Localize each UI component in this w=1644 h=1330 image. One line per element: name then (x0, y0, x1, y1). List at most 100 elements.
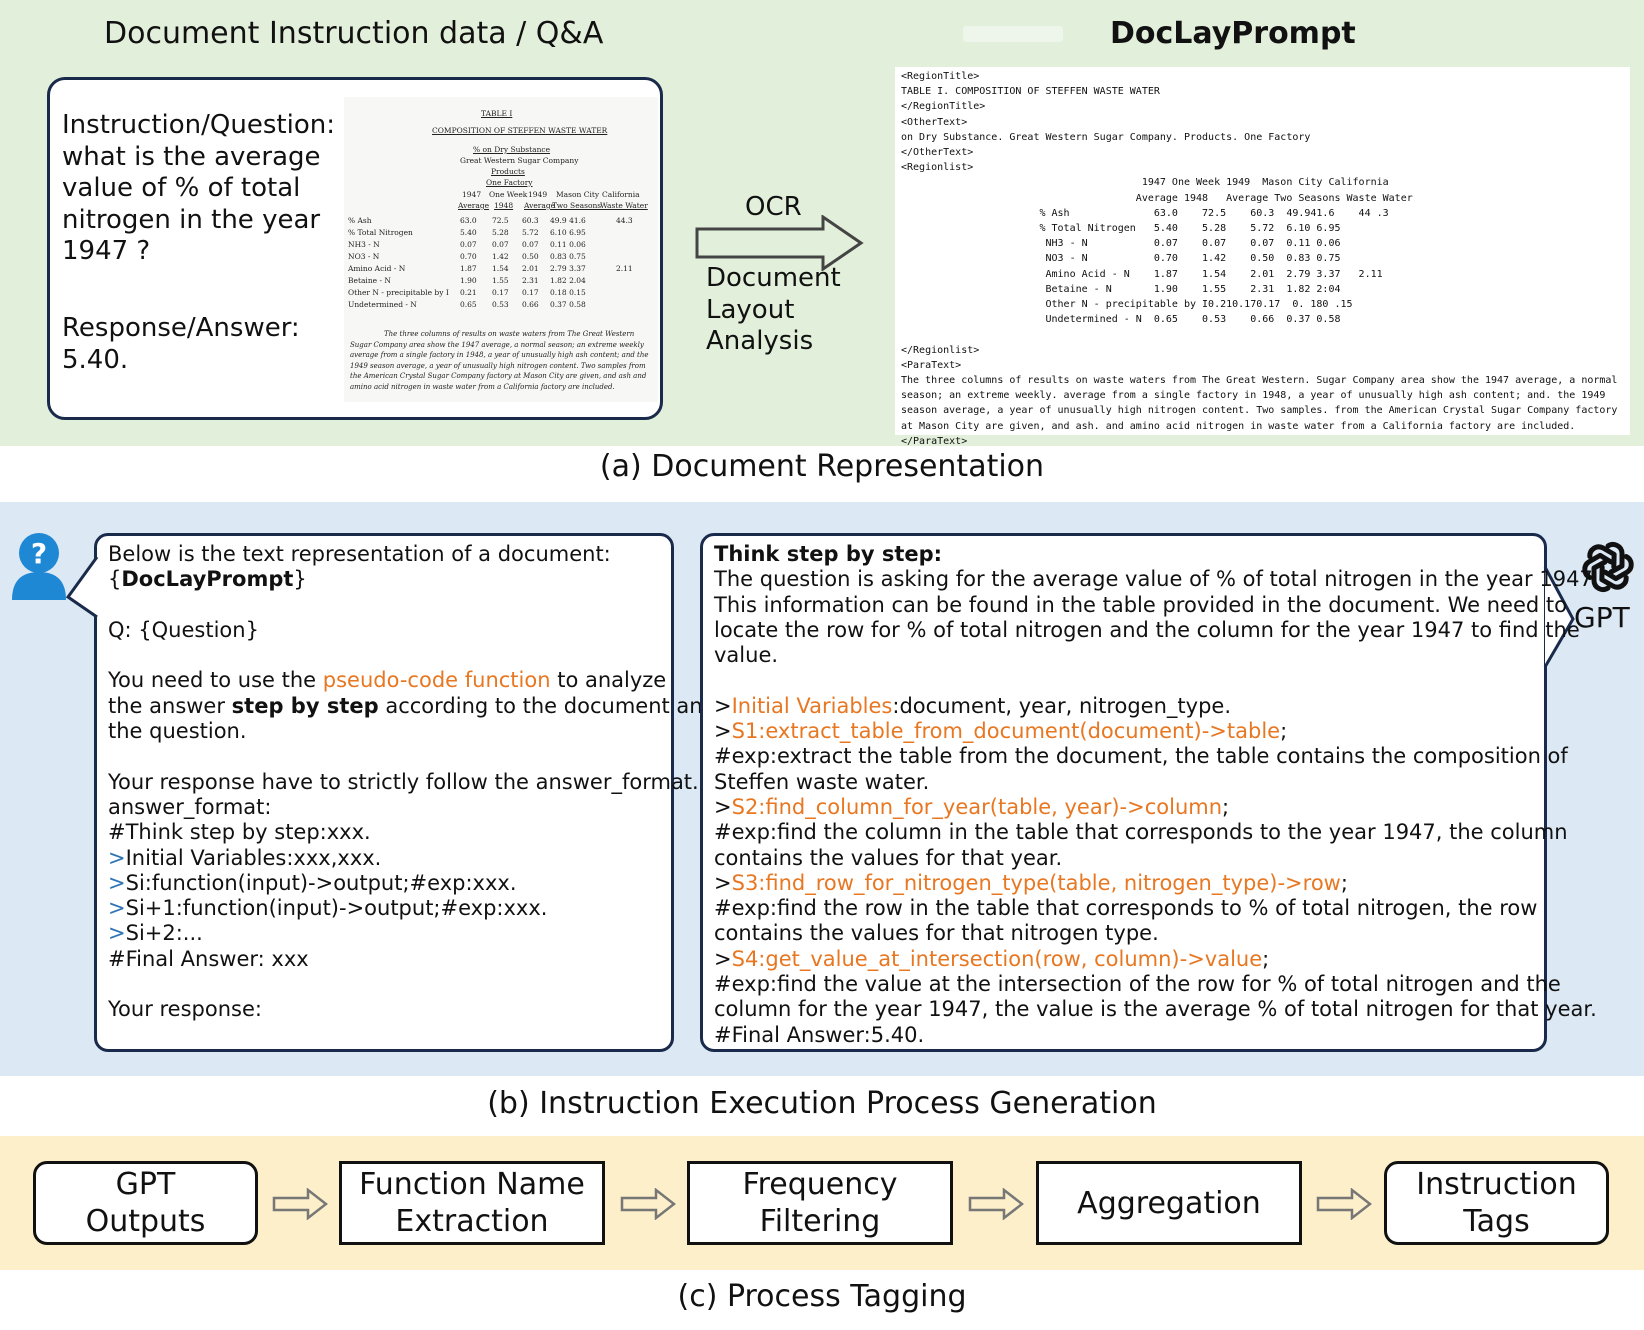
marker: > (714, 946, 732, 971)
response-line: contains the values for that nitrogen ty… (714, 921, 1159, 946)
dla-label-line: Document (706, 263, 841, 293)
right-arrow-icon (695, 215, 864, 271)
response-text: Think step by step: The question is aski… (714, 542, 1599, 1048)
caption-a: (a) Document Representation (599, 449, 1045, 484)
prompt-span: Si+2:... (125, 921, 203, 946)
xml-line: The three columns of results on waste wa… (901, 375, 1618, 386)
xml-line: </OtherText> (901, 147, 974, 158)
prompt-line: answer_format: (108, 794, 272, 819)
scan-cell: 0.83 0.75 (550, 252, 586, 261)
step-function-highlight: S2:find_column_for_year(table, year)->co… (731, 794, 1223, 819)
speech-pointer-left (66, 556, 99, 619)
step-by-step-bold: step by step (231, 693, 379, 718)
pseudo-code-highlight: pseudo-code function (322, 668, 551, 693)
scan-subheader: Products (491, 167, 525, 176)
scan-row-label: % Ash (348, 216, 372, 225)
xml-line: season; an extreme weekly. average from … (901, 390, 1606, 402)
blue-marker: > (108, 845, 126, 870)
question-line: value of % of total (62, 173, 301, 203)
response-line: #exp:find the value at the intersection … (714, 972, 1561, 997)
answer-label: Response/Answer: (62, 313, 300, 343)
scan-cell: 49.9 41.6 (550, 216, 586, 225)
scan-cell: 0.37 0.58 (550, 300, 586, 309)
openai-logo-icon (1582, 541, 1634, 593)
blue-marker: > (108, 921, 126, 946)
xml-line: <RegionTitle> (901, 71, 980, 82)
speech-pointer-right (1543, 566, 1575, 668)
prompt-line: >Si+1:function(input)->output;#exp:xxx. (108, 896, 716, 921)
marker: > (714, 794, 732, 819)
prompt-span: Initial Variables:xxx,xxx. (125, 845, 382, 870)
scan-cell: 0.11 0.06 (550, 240, 586, 249)
scan-cell: 63.0 (460, 216, 477, 225)
prompt-line: Your response have to strictly follow th… (108, 769, 699, 794)
scan-cell: 1.42 (492, 252, 509, 261)
svg-text:?: ? (31, 537, 47, 570)
right-arrow-icon (968, 1188, 1024, 1220)
prompt-span: You need to use the (108, 668, 323, 693)
xml-line: </ParaText> (901, 435, 968, 447)
prompt-line: #Think step by step:xxx. (108, 820, 371, 845)
scan-cell: 5.72 (522, 228, 539, 237)
response-line: locate the row for % of total nitrogen a… (714, 617, 1580, 642)
response-span: ; (1340, 870, 1348, 895)
response-line: The question is asking for the average v… (714, 567, 1600, 592)
scan-cell: 0.07 (492, 240, 509, 249)
scan-cell: 0.70 (460, 252, 477, 261)
step-label: Frequency (742, 1167, 898, 1202)
scan-row-label: NH3 - N (348, 240, 380, 249)
xml-line: <ParaText> (901, 359, 962, 371)
xml-line: Undetermined - N 0.65 0.53 0.66 0.37 0.5… (901, 314, 1341, 326)
blue-marker: > (108, 896, 126, 921)
xml-line: at Mason City are given, and ash. and am… (901, 420, 1576, 432)
scan-cell: 6.10 6.95 (550, 228, 586, 237)
gpt-label: GPT (1574, 601, 1630, 634)
response-line: This information can be found in the tab… (714, 592, 1567, 617)
response-span: ; (1222, 794, 1230, 819)
scan-cell: 5.40 (460, 228, 477, 237)
step-label: Outputs (85, 1204, 206, 1239)
xml-line: Other N - precipitable by I0.210.170.17 … (901, 299, 1353, 310)
scan-col-header: Waste Water (600, 201, 648, 210)
prompt-line: >Si:function(input)->output;#exp:xxx. (108, 871, 716, 896)
scan-cell: 0.17 (492, 288, 509, 297)
step-label: Function Name (359, 1167, 585, 1202)
response-line: Steffen waste water. (714, 769, 930, 794)
scan-row-label: Other N - precipitable by I (348, 288, 449, 297)
scan-cell: 0.65 (460, 300, 477, 309)
step-label: GPT (115, 1167, 176, 1202)
prompt-span: according to the document and (378, 693, 716, 718)
question-line: nitrogen in the year (62, 204, 321, 235)
scan-cell: 0.07 (460, 240, 477, 249)
marker: > (714, 693, 732, 718)
response-line: >S2:find_column_for_year(table, year)->c… (714, 795, 1599, 820)
scan-row-label: % Total Nitrogen (348, 228, 413, 237)
scan-row-label: Amino Acid - N (348, 264, 406, 273)
step-function-highlight: S3:find_row_for_nitrogen_type(table, nit… (731, 870, 1341, 895)
response-line: column for the year 1947, the value is t… (714, 997, 1597, 1022)
dla-label-line: Layout (706, 294, 795, 325)
title-highlight-mark (963, 26, 1063, 42)
xml-line: </RegionTitle> (901, 101, 986, 113)
response-line: #exp:find the column in the table that c… (714, 820, 1568, 845)
prompt-line: {DocLayPrompt} (108, 567, 716, 592)
prompt-line: Your response: (108, 997, 262, 1022)
step-function-highlight: S4:get_value_at_intersection(row, column… (731, 946, 1263, 971)
response-line: >S4:get_value_at_intersection(row, colum… (714, 947, 1599, 972)
step-label: Tags (1463, 1204, 1530, 1239)
step-label: Aggregation (1077, 1185, 1261, 1221)
scan-cell: 2.31 (522, 276, 539, 285)
final-answer-line: #Final Answer:5.40. (714, 1022, 925, 1047)
marker: > (714, 870, 732, 895)
xml-line: <OtherText> (901, 116, 968, 128)
scan-cell: 0.50 (522, 252, 539, 261)
xml-line: % Total Nitrogen 5.40 5.28 5.72 6.10 6.9… (901, 223, 1341, 234)
prompt-line: Q: {Question} (108, 617, 259, 642)
scan-col-header: 1948 (494, 201, 514, 210)
scan-cell: 1.54 (492, 264, 509, 273)
prompt-line: Below is the text representation of a do… (108, 542, 611, 566)
scan-cell: 1.82 2.04 (550, 276, 586, 285)
response-line: value. (714, 643, 779, 668)
